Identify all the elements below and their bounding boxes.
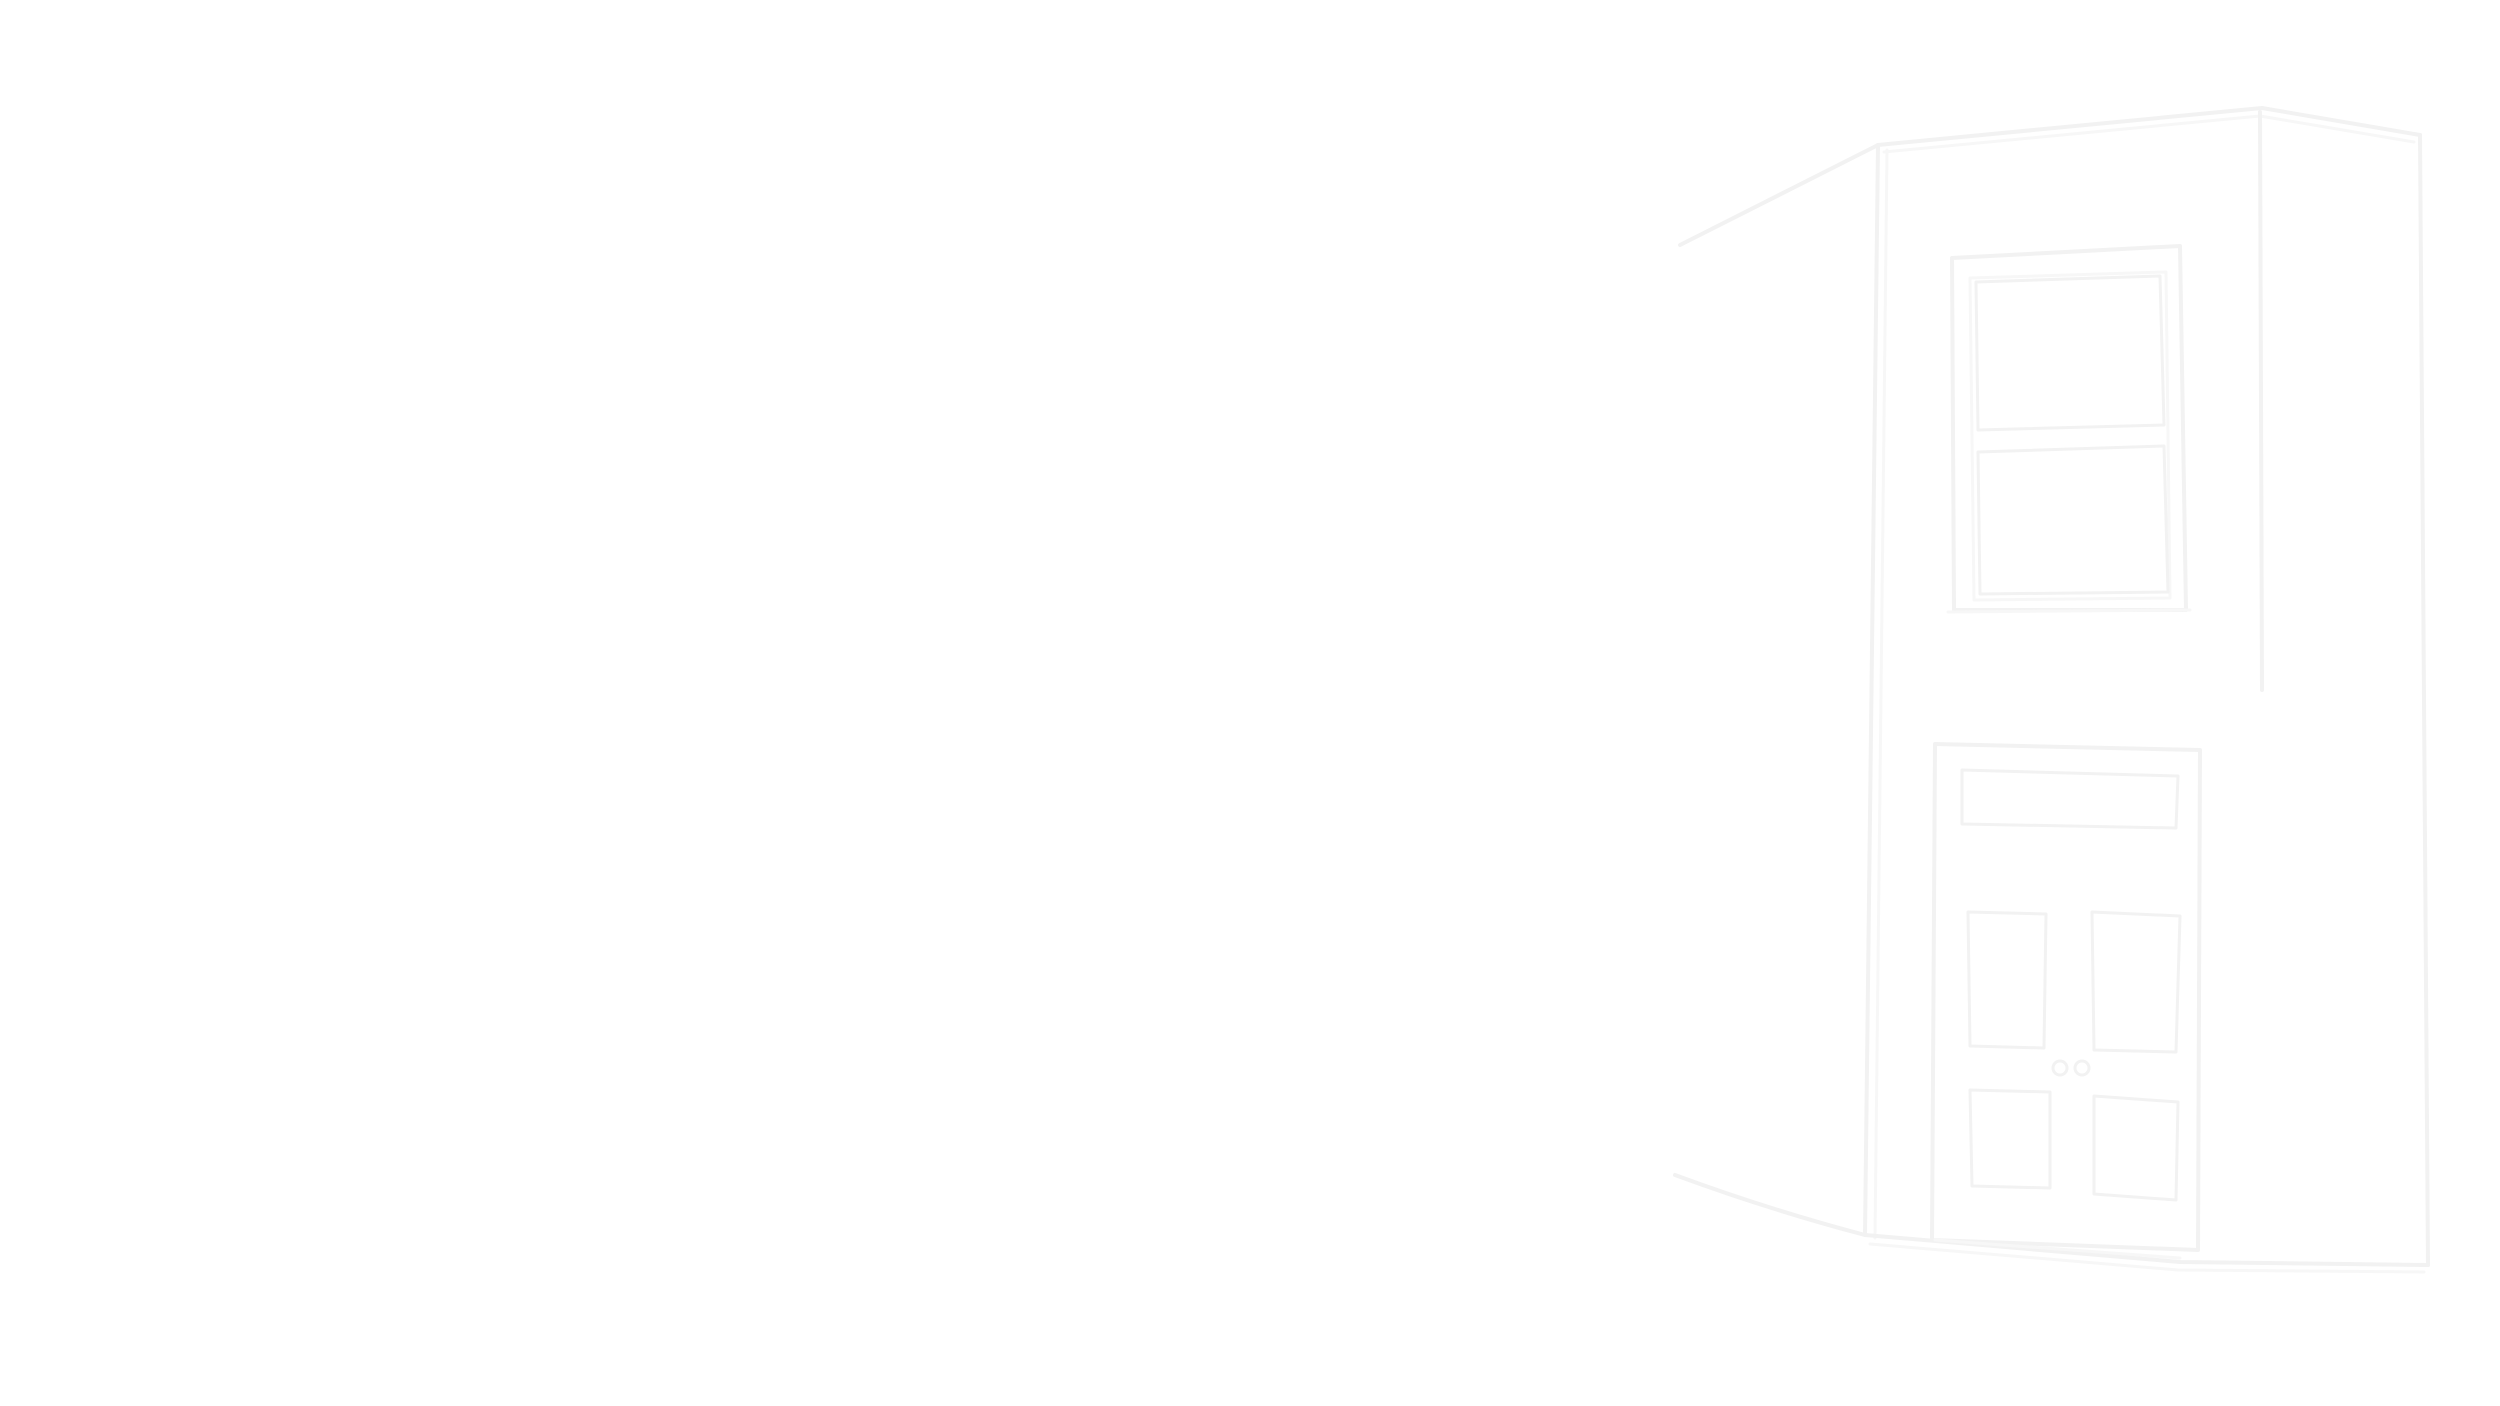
window-pane-bottom: [1976, 444, 2170, 596]
door-panel-upper-left: [1966, 910, 2048, 1050]
ground-left-edge: [1673, 1173, 1867, 1237]
corner-edge: [2258, 110, 2264, 692]
front-wall-left-edge-2: [1873, 148, 1889, 1240]
window-pane-top: [1974, 274, 2166, 432]
side-wall-right-edge: [2418, 133, 2430, 1267]
door-panel-lower-left: [1968, 1088, 2052, 1190]
window-frame-inner: [1968, 270, 2172, 602]
door-transom: [1960, 768, 2180, 830]
upper-window: [1946, 244, 2192, 614]
door-knob-left: [2051, 1059, 2069, 1077]
door-panel-lower-right: [2092, 1094, 2180, 1202]
front-door: [1930, 742, 2202, 1260]
door-knob-right: [2073, 1059, 2091, 1077]
window-sill: [1946, 608, 2192, 614]
roof-left-edge: [1678, 143, 1880, 247]
door-panel-upper-right: [2090, 910, 2182, 1054]
ground-base-edge-2: [1868, 1242, 2426, 1274]
door-step: [1933, 1238, 2182, 1260]
front-wall-left-edge: [1863, 143, 1880, 1237]
door-frame-outer: [1930, 742, 2202, 1252]
roof-top-edge: [1876, 106, 2422, 147]
